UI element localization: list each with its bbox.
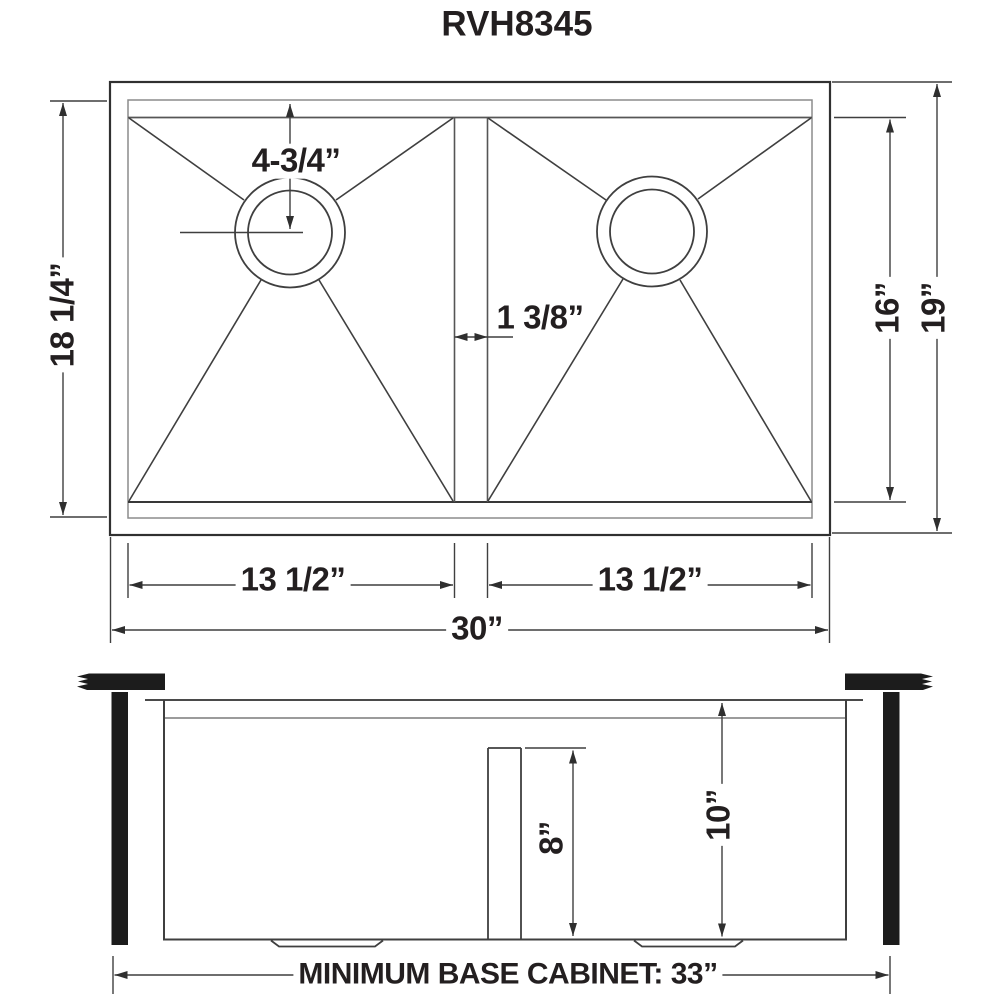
section-view <box>77 673 933 948</box>
left-bowl-width-label: 13 1/2” <box>235 562 351 598</box>
rim-height-label: 18 1/4” <box>44 257 81 373</box>
overall-height-label: 19” <box>915 277 952 339</box>
right-depth-label: 10” <box>700 784 737 846</box>
model-title: RVH8345 <box>441 4 593 44</box>
section-view-dimensions <box>112 703 891 994</box>
bowl-height-label: 16” <box>869 277 906 339</box>
overall-width-label: 30” <box>446 611 508 647</box>
top-view <box>108 80 832 537</box>
drain-offset-label: 4-3/4” <box>246 143 346 179</box>
cabinet-note-label: MINIMUM BASE CABINET: 33” <box>293 958 723 990</box>
sink-inner-rim <box>127 99 813 519</box>
countertop-right <box>845 673 933 690</box>
right-bowl-width-label: 13 1/2” <box>592 562 708 598</box>
left-drain <box>180 176 346 289</box>
left-depth-label: 8” <box>532 821 570 855</box>
left-drain-boss <box>270 939 384 948</box>
sink-outer-rim <box>108 80 832 537</box>
left-bowl-slope-lines <box>128 117 454 502</box>
cabinet-side-left <box>111 692 128 945</box>
cabinet-side-right <box>883 692 900 945</box>
divider-width-label: 1 3/8” <box>496 298 584 336</box>
right-drain <box>596 175 708 288</box>
sink-section-outline <box>145 699 863 948</box>
top-view-dimensions <box>50 81 952 643</box>
right-drain-boss <box>633 939 744 948</box>
right-bowl-slope-lines <box>487 117 812 502</box>
countertop-left <box>77 673 165 690</box>
